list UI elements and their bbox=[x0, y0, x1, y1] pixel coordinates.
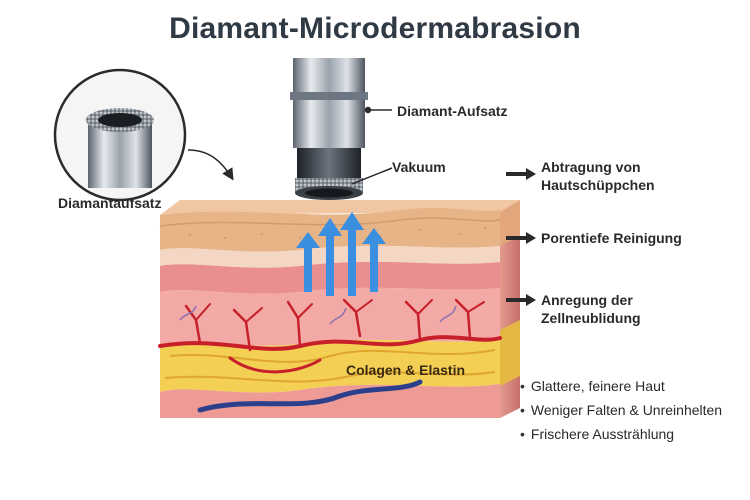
result-item: Frischere Ausstrählung bbox=[520, 422, 722, 446]
effect-exfoliation: Abtragung von Hautschüppchen bbox=[541, 159, 655, 193]
result-item: Glattere, feinere Haut bbox=[520, 374, 722, 398]
result-item: Weniger Falten & Unreinhelten bbox=[520, 398, 722, 422]
handpiece bbox=[290, 58, 368, 200]
vacuum-arrows bbox=[296, 212, 386, 296]
effect-arrows bbox=[506, 168, 536, 306]
inset-magnifier bbox=[53, 68, 187, 202]
effect-pore-cleansing: Porentiefe Reinigung bbox=[541, 230, 682, 246]
label-collagen: Colagen & Elastin bbox=[346, 362, 466, 378]
effect-cell-renewal: Anregung der Zellneublidung bbox=[541, 292, 641, 326]
leader-lines bbox=[187, 106, 393, 185]
label-vacuum: Vakuum bbox=[392, 159, 446, 175]
page-title: Diamant-Microdermabrasion bbox=[169, 12, 581, 45]
vein bbox=[197, 379, 423, 413]
results-list: Glattere, feinere Haut Weniger Falten & … bbox=[520, 374, 722, 446]
nerve-fibers bbox=[179, 305, 457, 325]
skin-block-side bbox=[500, 200, 520, 418]
label-inset-attachment: Diamantaufsatz bbox=[58, 195, 162, 211]
label-diamond-attachment: Diamant-Aufsatz bbox=[397, 103, 508, 119]
blood-vessels bbox=[158, 298, 502, 374]
